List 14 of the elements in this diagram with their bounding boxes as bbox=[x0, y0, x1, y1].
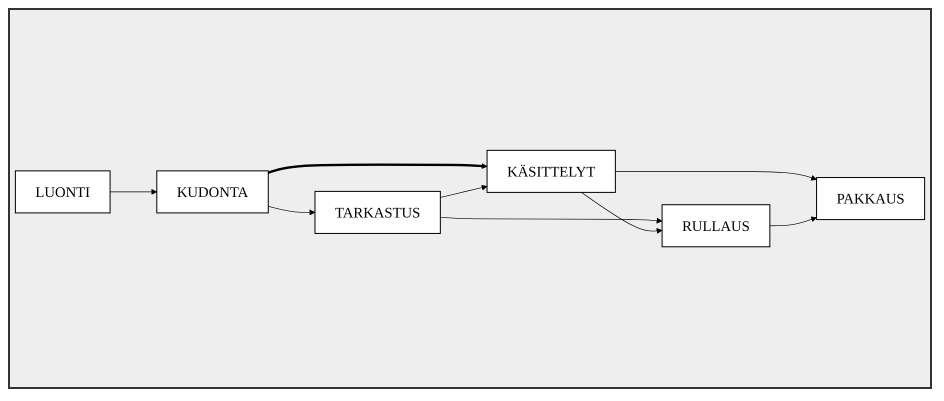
node-box: TARKASTUS bbox=[314, 190, 441, 234]
node-box: PAKKAUS bbox=[816, 176, 926, 220]
arrow bbox=[440, 216, 662, 224]
arrow bbox=[110, 188, 158, 195]
node-box: KUDONTA bbox=[156, 170, 269, 214]
arrow bbox=[440, 184, 488, 198]
arrow bbox=[581, 192, 662, 234]
arrow bbox=[268, 163, 488, 174]
node-box: LUONTI bbox=[14, 170, 111, 214]
node-box: KÄSITTELYT bbox=[486, 150, 616, 193]
arrow bbox=[615, 170, 817, 181]
arrow bbox=[268, 206, 316, 216]
node-box: RULLAUS bbox=[662, 204, 770, 248]
arrow bbox=[770, 216, 817, 226]
